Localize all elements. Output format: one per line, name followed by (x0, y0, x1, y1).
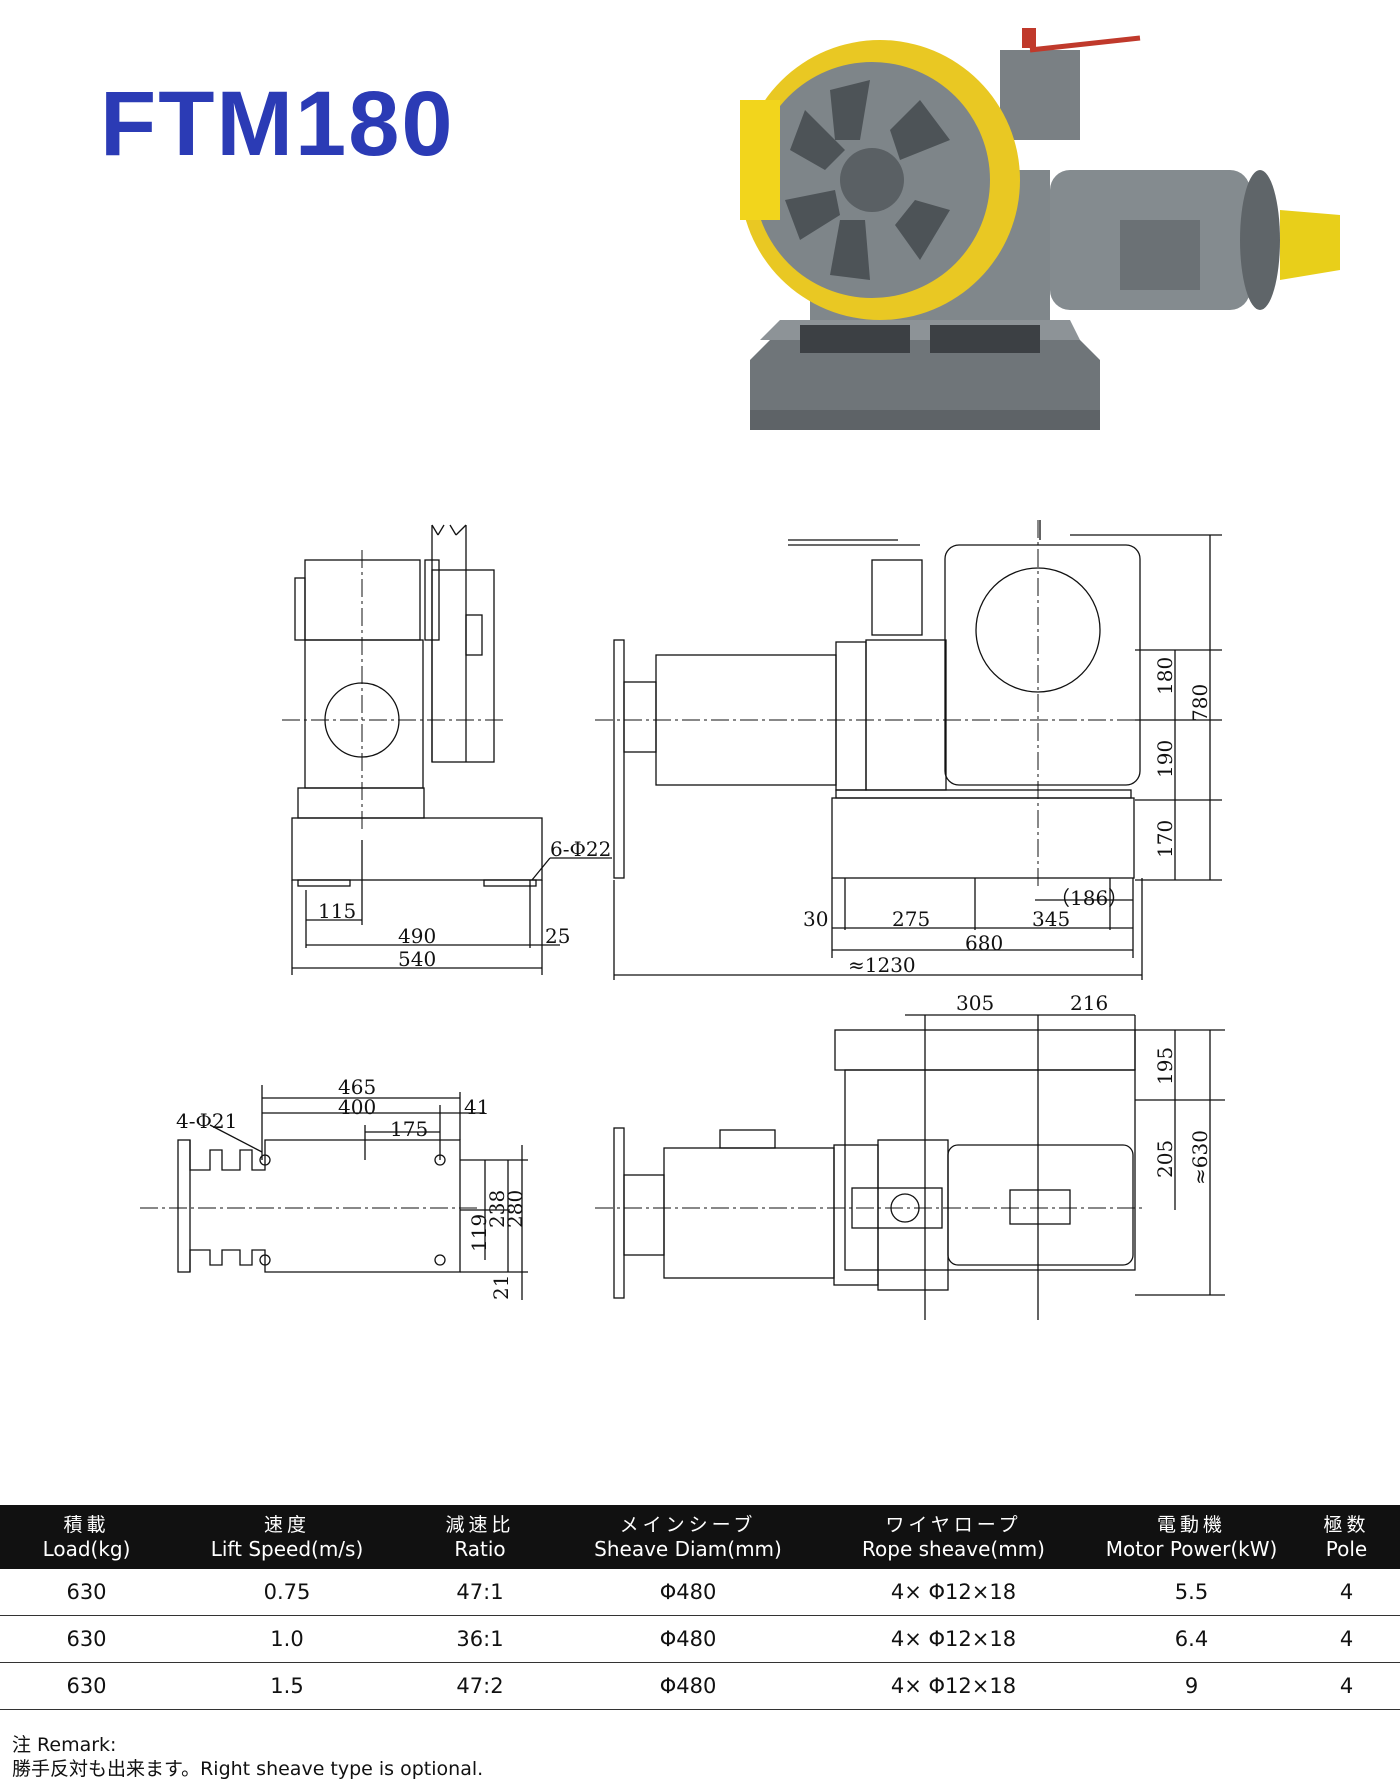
dim-275: 275 (892, 907, 930, 931)
cell-motor: 6.4 (1090, 1615, 1293, 1663)
remark: 注 Remark: 勝手反対も出来ます。Right sheave type is… (12, 1733, 483, 1781)
dim-400: 400 (338, 1095, 376, 1119)
dim-680: 680 (965, 931, 1003, 955)
cell-motor: 5.5 (1090, 1569, 1293, 1616)
remark-label: 注 Remark: (12, 1734, 117, 1756)
dim-780: 780 (1188, 684, 1212, 722)
dim-305: 305 (956, 991, 994, 1015)
dim-490: 490 (398, 924, 436, 948)
table-row: 630 0.75 47:1 Φ480 4× Φ12×18 5.5 4 (0, 1569, 1400, 1616)
cell-load: 630 (0, 1569, 173, 1616)
remark-text: 勝手反対も出来ます。Right sheave type is optional. (12, 1758, 484, 1780)
dim-25: 25 (545, 924, 570, 948)
table-row: 630 1.5 47:2 Φ480 4× Φ12×18 9 4 (0, 1662, 1400, 1710)
cell-speed: 1.0 (173, 1615, 401, 1663)
dim-21: 21 (489, 1275, 513, 1300)
dim-holes-4: 4-Φ21 (176, 1109, 237, 1133)
front-view-drawing (613, 520, 1222, 980)
dim-238: 238 (485, 1190, 509, 1228)
dim-170: 170 (1153, 820, 1177, 858)
cell-sheave: Φ480 (559, 1615, 817, 1663)
dim-115: 115 (318, 899, 356, 923)
table-row: 630 1.0 36:1 Φ480 4× Φ12×18 6.4 4 (0, 1615, 1400, 1663)
cell-ratio: 47:1 (401, 1569, 559, 1616)
dim-holes-6: 6-Φ22 (550, 837, 611, 861)
cell-motor: 9 (1090, 1662, 1293, 1710)
cell-speed: 0.75 (173, 1569, 401, 1616)
base-plan-drawing (177, 1085, 528, 1300)
dim-540: 540 (398, 947, 436, 971)
cell-rope: 4× Φ12×18 (817, 1662, 1090, 1710)
dim-190: 190 (1153, 740, 1177, 778)
dim-465: 465 (338, 1075, 376, 1099)
dim-216: 216 (1070, 991, 1108, 1015)
dim-41: 41 (464, 1095, 489, 1119)
cell-pole: 4 (1293, 1615, 1400, 1663)
dim-195: 195 (1153, 1047, 1177, 1085)
cell-rope: 4× Φ12×18 (817, 1615, 1090, 1663)
dim-30: 30 (803, 907, 828, 931)
cell-load: 630 (0, 1662, 173, 1710)
dim-345: 345 (1032, 907, 1070, 931)
dim-1230: ≈1230 (848, 953, 916, 977)
dim-186: （186） (1050, 886, 1128, 910)
cell-rope: 4× Φ12×18 (817, 1569, 1090, 1616)
top-view-drawing (613, 1014, 1225, 1320)
cell-sheave: Φ480 (559, 1662, 817, 1710)
cell-ratio: 47:2 (401, 1662, 559, 1710)
machine-photo (740, 28, 1340, 430)
dim-119: 119 (467, 1214, 491, 1252)
cell-pole: 4 (1293, 1569, 1400, 1616)
cell-pole: 4 (1293, 1662, 1400, 1710)
dim-205: 205 (1153, 1140, 1177, 1178)
cell-sheave: Φ480 (559, 1569, 817, 1616)
cell-speed: 1.5 (173, 1662, 401, 1710)
model-title: FTM180 (100, 73, 455, 175)
technical-drawings: 115 490 540 25 6-Φ22 180 190 170 780 （18… (140, 520, 1225, 1320)
dim-175: 175 (390, 1117, 428, 1141)
dim-180: 180 (1153, 657, 1177, 695)
cell-load: 630 (0, 1615, 173, 1663)
dim-630: ≈630 (1188, 1130, 1212, 1185)
cell-ratio: 36:1 (401, 1615, 559, 1663)
dim-280: 280 (503, 1190, 527, 1228)
